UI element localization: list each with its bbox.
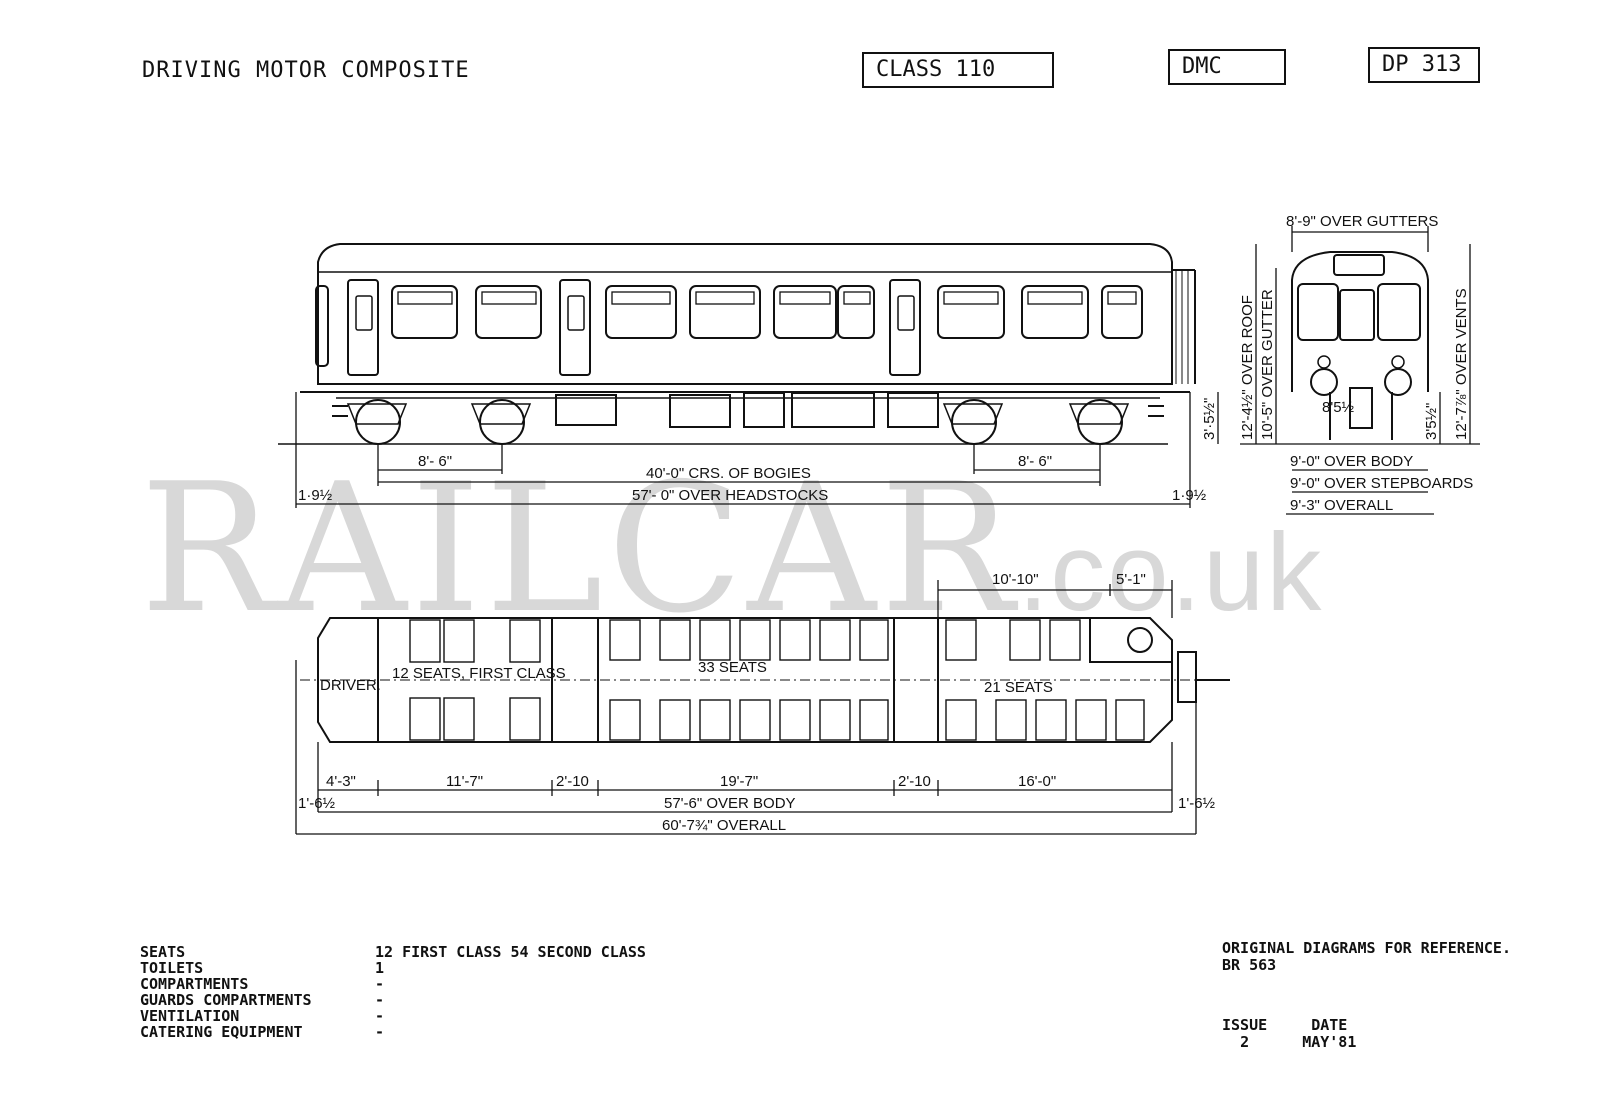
dim-4-3: 4'-3" [326,773,356,790]
class-box: CLASS 110 [862,52,1054,88]
spec-label: COMPARTMENTS [140,975,249,993]
floor-height-label: 3'·5½" [1201,398,1218,440]
buffer-centres-label: 8'5½ [1322,399,1355,416]
watermark-suffix: .co.uk [1017,511,1324,634]
date-label: DATE [1311,1016,1348,1034]
over-vents-label: 12'-7⅞" OVER VENTS [1453,288,1470,440]
spec-row: CATERING EQUIPMENT - [140,1024,646,1040]
issue-block: ISSUE 2 DATE MAY'81 [1222,1017,1382,1051]
over-body-width-label: 9'-0" OVER BODY [1290,453,1413,470]
overhang-left-label: 1·9½ [298,487,333,504]
date-column: DATE MAY'81 [1302,1017,1356,1051]
side-elevation [278,243,1196,445]
over-roof-label: 12'-4½" OVER ROOF [1239,295,1256,440]
headstocks-label: 57'- 0" OVER HEADSTOCKS [632,487,828,504]
first-class-seats-label: 12 SEATS, FIRST CLASS [392,665,566,682]
spec-label: GUARDS COMPARTMENTS [140,991,312,1009]
spec-row: GUARDS COMPARTMENTS - [140,992,646,1008]
spec-row: VENTILATION - [140,1008,646,1024]
dim-10-10: 10'-10" [992,571,1039,588]
seats-33-label: 33 SEATS [698,659,767,676]
end-view-dimensions [1240,226,1480,515]
over-gutters-label: 8'-9" OVER GUTTERS [1286,213,1438,230]
end-view [1291,251,1429,440]
spec-value: - [375,991,385,1009]
spec-value: 1 [375,959,385,977]
over-body-length-label: 57'-6" OVER BODY [664,795,796,812]
overhang-right-label: 1·9½ [1172,487,1207,504]
spec-row: TOILETS 1 [140,960,646,976]
type-box: DMC [1168,49,1286,85]
dim-16-0: 16'-0" [1018,773,1056,790]
drawing-title: DRIVING MOTOR COMPOSITE [142,58,470,83]
dim-19-7: 19'-7" [720,773,758,790]
spec-value: - [375,1007,385,1025]
reference-line-2: BR 563 [1222,956,1277,974]
end-right-label: 1'-6½ [1178,795,1216,812]
date-value: MAY'81 [1302,1033,1357,1051]
issue-column: ISSUE 2 [1222,1017,1267,1051]
dim-2-10-b: 2'-10 [898,773,931,790]
spec-value: 12 FIRST CLASS 54 SECOND CLASS [375,943,646,961]
spec-label: TOILETS [140,959,204,977]
plan-view [300,617,1230,743]
bogie-wheelbase-left: 8'- 6" [418,453,452,470]
bogie-wheelbase-right: 8'- 6" [1018,453,1052,470]
over-stepboards-label: 9'-0" OVER STEPBOARDS [1290,475,1473,492]
spec-label: CATERING EQUIPMENT [140,1023,303,1041]
spec-label: VENTILATION [140,1007,240,1025]
plan-dimensions [295,580,1197,835]
elevation-dimensions [295,392,1219,508]
end-left-label: 1'-6½ [298,795,336,812]
seats-21-label: 21 SEATS [984,679,1053,696]
diagram-number-box: DP 313 [1368,47,1480,83]
specifications-table: SEATS 12 FIRST CLASS 54 SECOND CLASS TOIL… [140,944,646,1040]
issue-label: ISSUE [1222,1016,1268,1034]
overall-width-label: 9'-3" OVERALL [1290,497,1393,514]
dim-5-1: 5'-1" [1116,571,1146,588]
issue-value: 2 [1240,1033,1250,1051]
bogie-centres-label: 40'-0" CRS. OF BOGIES [646,465,811,482]
spec-value: - [375,1023,385,1041]
buffer-height-label: 3'5½" [1423,403,1440,440]
over-gutter-label: 10'-5" OVER GUTTER [1259,289,1276,440]
spec-value: - [375,975,385,993]
spec-label: SEATS [140,943,186,961]
plan-seating [409,619,1145,741]
reference-line-1: ORIGINAL DIAGRAMS FOR REFERENCE. [1222,939,1511,957]
spec-row: COMPARTMENTS - [140,976,646,992]
driver-label: DRIVER. [320,677,381,694]
reference-note: ORIGINAL DIAGRAMS FOR REFERENCE. BR 563 [1222,940,1511,974]
overall-length-label: 60'-7¾" OVERALL [662,817,786,834]
spec-row: SEATS 12 FIRST CLASS 54 SECOND CLASS [140,944,646,960]
dim-11-7: 11'-7" [446,773,483,790]
dim-2-10-a: 2'-10 [556,773,589,790]
